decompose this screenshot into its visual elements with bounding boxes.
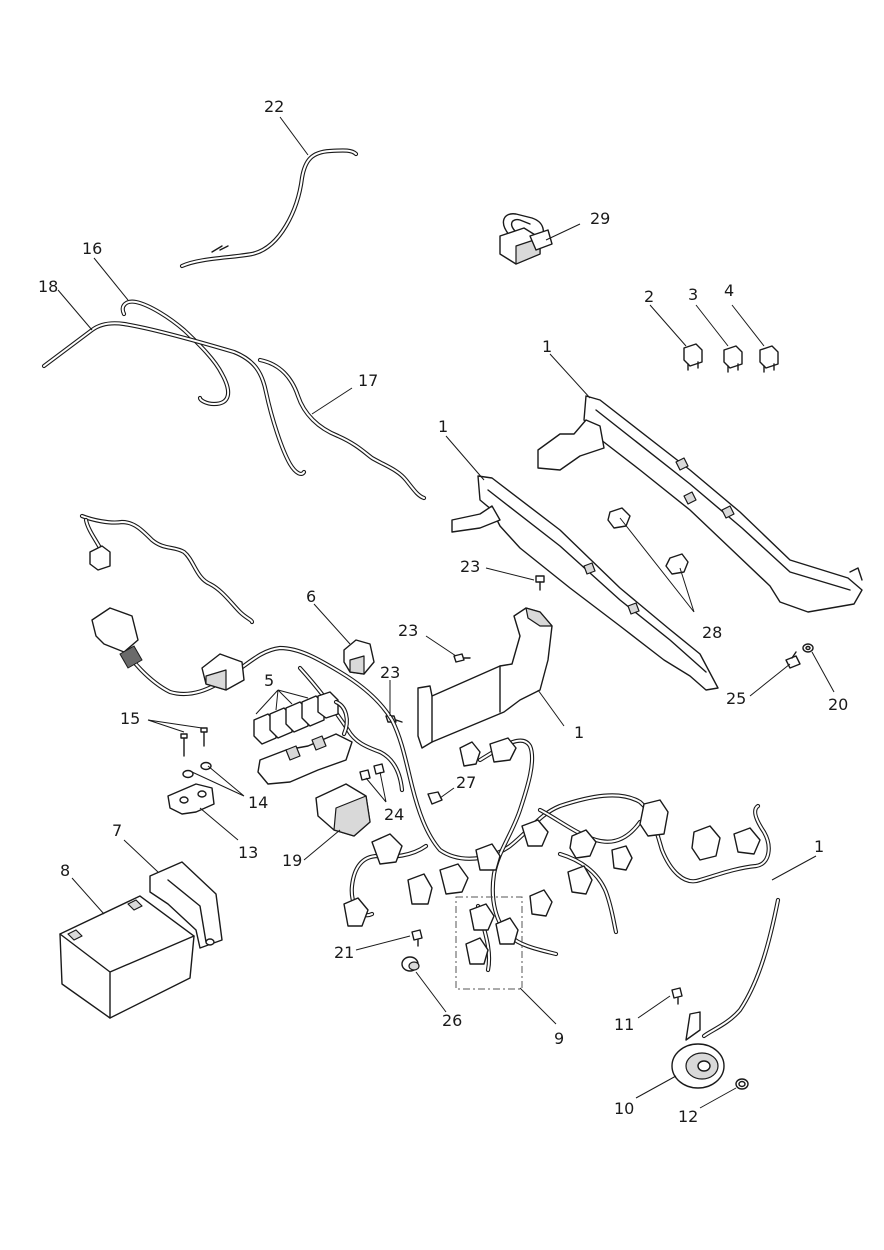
callout-12: 12 bbox=[678, 1107, 698, 1126]
screw-21 bbox=[411, 929, 423, 947]
washer-20 bbox=[802, 643, 814, 653]
callout-1-bracket: 1 bbox=[574, 723, 584, 742]
washers-14 bbox=[182, 761, 212, 779]
callout-1-tray-middle: 1 bbox=[438, 417, 448, 436]
callout-26: 26 bbox=[442, 1011, 462, 1030]
callout-19: 19 bbox=[282, 851, 302, 870]
grommet-26 bbox=[401, 956, 420, 972]
callout-1-harness: 1 bbox=[814, 837, 824, 856]
callout-15: 15 bbox=[120, 709, 140, 728]
horn-10 bbox=[671, 897, 781, 1089]
fuse-3 bbox=[723, 345, 743, 373]
harness-tray-right bbox=[537, 395, 863, 613]
callout-10: 10 bbox=[614, 1099, 634, 1118]
callout-13: 13 bbox=[238, 843, 258, 862]
cable-16 bbox=[120, 299, 231, 407]
clip-27 bbox=[427, 791, 443, 805]
callout-22: 22 bbox=[264, 97, 284, 116]
callout-23-a: 23 bbox=[460, 557, 480, 576]
screw-23-b bbox=[453, 653, 471, 663]
fuse-4 bbox=[759, 345, 779, 373]
ecu-bracket bbox=[417, 607, 553, 749]
callout-16: 16 bbox=[82, 239, 102, 258]
callout-1-tray-right: 1 bbox=[542, 337, 552, 356]
bracket-13 bbox=[167, 783, 215, 815]
washer-12 bbox=[735, 1078, 749, 1090]
callout-4: 4 bbox=[724, 281, 734, 300]
screws-24 bbox=[359, 763, 385, 781]
callout-11: 11 bbox=[614, 1015, 634, 1034]
callout-5: 5 bbox=[264, 671, 274, 690]
battery-cover-7 bbox=[149, 861, 223, 949]
link-29 bbox=[499, 213, 553, 265]
screw-23-a bbox=[535, 575, 545, 591]
relay-6 bbox=[343, 639, 375, 675]
bolts-15 bbox=[180, 727, 208, 757]
callout-18: 18 bbox=[38, 277, 58, 296]
subassembly-9 bbox=[455, 896, 523, 990]
callout-8: 8 bbox=[60, 861, 70, 880]
callout-7: 7 bbox=[112, 821, 122, 840]
cable-22 bbox=[179, 148, 359, 269]
battery-8 bbox=[59, 895, 195, 1019]
callout-23-c: 23 bbox=[380, 663, 400, 682]
callout-6: 6 bbox=[306, 587, 316, 606]
callout-25: 25 bbox=[726, 689, 746, 708]
harness-tray-middle bbox=[451, 475, 719, 691]
callout-14: 14 bbox=[248, 793, 268, 812]
cable-17 bbox=[257, 357, 427, 501]
callout-9: 9 bbox=[554, 1029, 564, 1048]
clip-28 bbox=[607, 507, 689, 575]
callout-28: 28 bbox=[702, 623, 722, 642]
screw-11 bbox=[671, 987, 683, 1005]
callout-2: 2 bbox=[644, 287, 654, 306]
callout-24: 24 bbox=[384, 805, 404, 824]
callout-17: 17 bbox=[358, 371, 378, 390]
callout-labels: 22 29 16 18 17 2 3 4 1 1 23 28 23 23 1 6… bbox=[38, 97, 848, 1126]
callout-27: 27 bbox=[456, 773, 476, 792]
callout-3: 3 bbox=[688, 285, 698, 304]
fuse-2 bbox=[683, 343, 703, 371]
cable-18 bbox=[41, 321, 307, 476]
leader-lines bbox=[57, 116, 835, 1109]
callout-29: 29 bbox=[590, 209, 610, 228]
callout-21: 21 bbox=[334, 943, 354, 962]
callout-23-b: 23 bbox=[398, 621, 418, 640]
relays-5 bbox=[253, 691, 353, 785]
main-harness bbox=[79, 513, 771, 957]
callout-20: 20 bbox=[828, 695, 848, 714]
relay-19 bbox=[315, 783, 371, 837]
